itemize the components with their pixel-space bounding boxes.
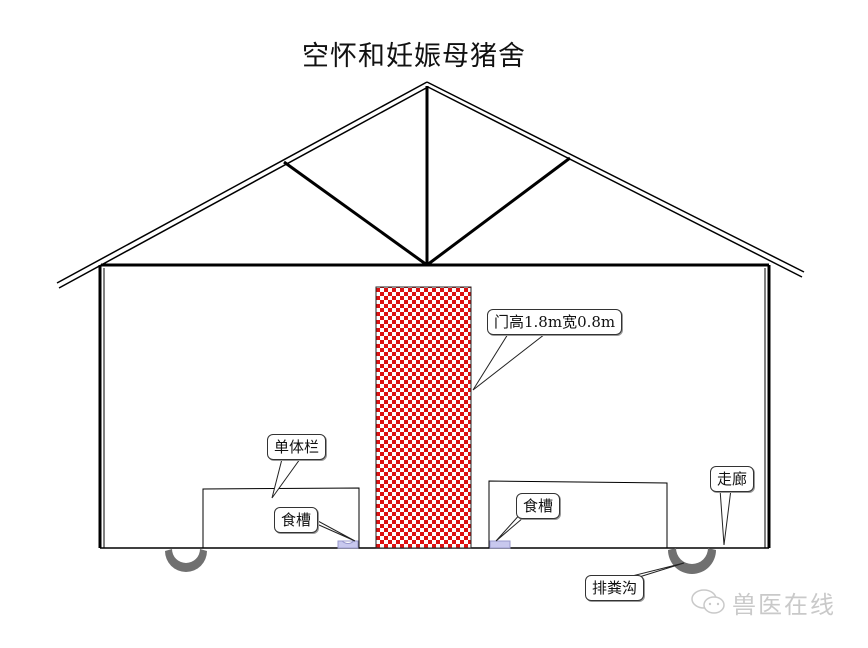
watermark-text: 兽医在线 (732, 591, 836, 619)
wechat-icon (691, 589, 725, 614)
callout-pointers (271, 333, 732, 579)
drain-callout: 排粪沟 (585, 575, 645, 601)
diagram-title: 空怀和妊娠母猪舍 (302, 41, 526, 72)
drain-right (668, 548, 716, 574)
trough-right-callout: 食槽 (516, 493, 561, 519)
pen-callout: 单体栏 (267, 434, 327, 460)
trough-left-callout: 食槽 (274, 507, 319, 533)
drain-left (165, 549, 207, 572)
door-callout: 门高1.8m宽0.8m (487, 309, 623, 335)
corridor-callout: 走廊 (710, 466, 755, 492)
roof (56, 81, 805, 289)
trough-left (337, 540, 359, 549)
pens (202, 480, 668, 548)
trough-right (489, 540, 511, 549)
door (375, 286, 472, 549)
roof-truss (101, 86, 769, 267)
watermark: 兽医在线 (690, 585, 836, 620)
